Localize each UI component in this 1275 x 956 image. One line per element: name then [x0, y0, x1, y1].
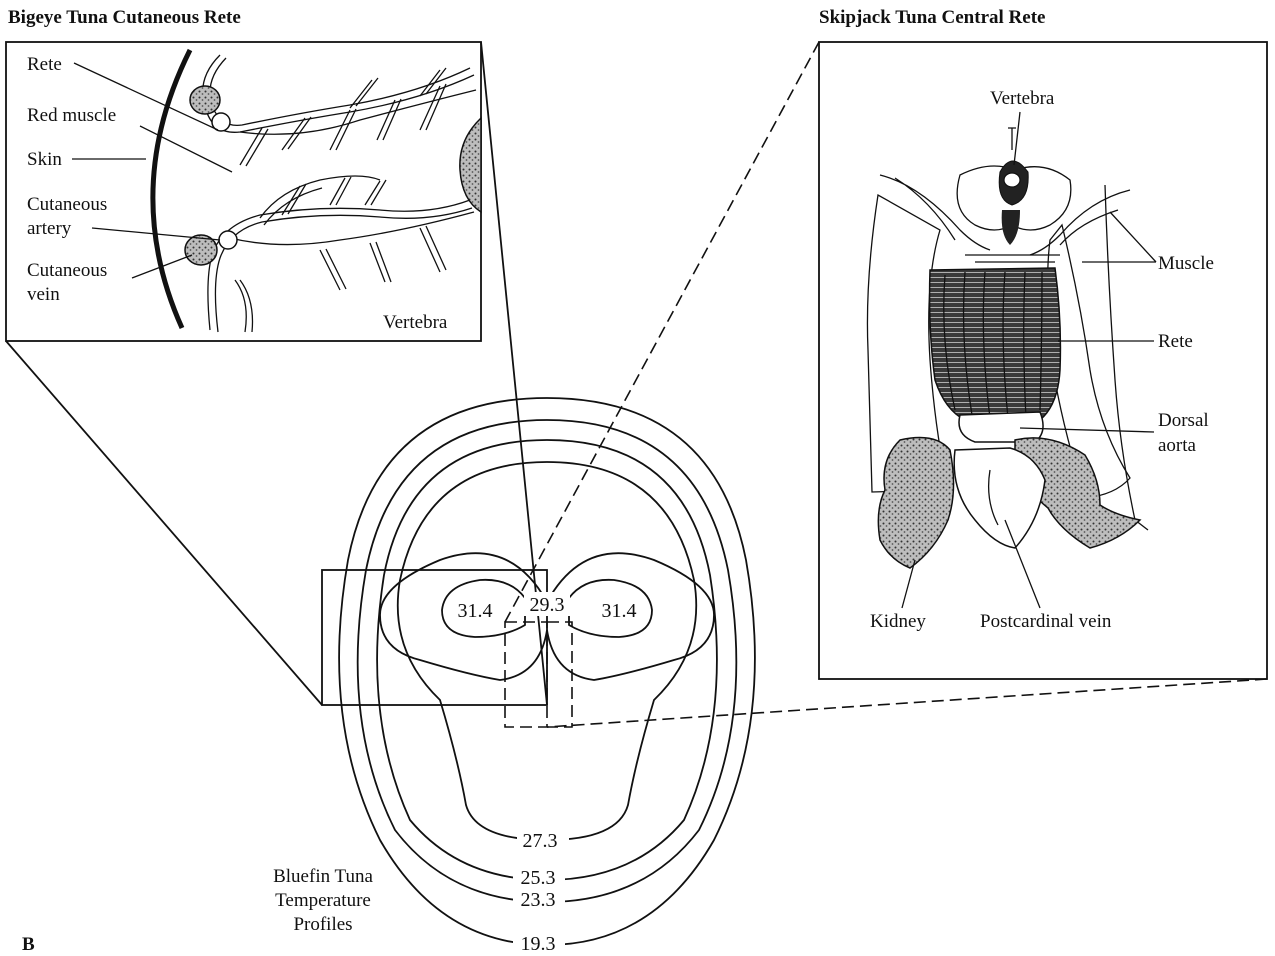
- isotherm-value-31-4-right: 31.4: [602, 600, 637, 622]
- label-rete: Rete: [27, 54, 62, 75]
- bluefin-section: 31.4 31.4 29.3 27.3 25.3 23.3 19.3 Bluef…: [273, 398, 755, 955]
- label-skipjack-vertebra: Vertebra: [990, 88, 1055, 109]
- skipjack-panel: Skipjack Tuna Central Rete Vertebra Musc…: [819, 7, 1267, 679]
- isotherm-value-31-4-left: 31.4: [458, 600, 493, 622]
- left-kidney: [878, 438, 953, 568]
- label-red-muscle: Red muscle: [27, 105, 116, 126]
- label-cutaneous-artery-1: Cutaneous: [27, 194, 107, 215]
- bluefin-caption-line-1: Bluefin Tuna: [273, 866, 373, 887]
- label-cutaneous-artery-2: artery: [27, 218, 72, 239]
- label-bigeye-vertebra: Vertebra: [383, 312, 448, 333]
- bigeye-panel: Bigeye Tuna Cutaneous Rete Rete Red musc…: [6, 7, 481, 341]
- postcardinal-vein: [954, 448, 1045, 548]
- lower-rete-branches: [235, 177, 446, 332]
- bigeye-vertebra-shape: [460, 118, 481, 212]
- upper-cutaneous-vein: [190, 86, 220, 114]
- lower-vessel-lower: [230, 212, 474, 245]
- figure-letter: B: [22, 934, 35, 955]
- lower-vessel-upper: [260, 176, 380, 225]
- leader-muscle-upper: [1110, 212, 1156, 262]
- isotherm-value-23-3: 23.3: [521, 889, 556, 911]
- skipjack-vertebra-canal: [1004, 173, 1020, 187]
- isotherm-value-29-3: 29.3: [530, 594, 565, 616]
- isotherm-value-19-3: 19.3: [521, 933, 556, 955]
- label-muscle: Muscle: [1158, 253, 1214, 274]
- lower-vessel-outer: [208, 200, 470, 330]
- bigeye-inset-box: [322, 570, 547, 705]
- skipjack-vertebra-spine: [1008, 128, 1016, 150]
- label-skin: Skin: [27, 149, 62, 170]
- connector-bigeye-left: [6, 341, 322, 705]
- label-skipjack-rete: Rete: [1158, 331, 1193, 352]
- right-body-outline: [1105, 185, 1148, 530]
- bluefin-caption-line-2: Temperature: [275, 890, 371, 911]
- skipjack-vertebra-lower: [1002, 210, 1020, 245]
- isotherm-value-27-3: 27.3: [523, 830, 558, 852]
- left-neural-arch: [880, 175, 990, 250]
- label-dorsal-aorta-2: aorta: [1158, 435, 1197, 456]
- label-dorsal-aorta-1: Dorsal: [1158, 410, 1209, 431]
- connector-skipjack-top: [505, 42, 819, 622]
- skipjack-inset-box-right: [547, 622, 572, 727]
- lower-cutaneous-artery: [219, 231, 237, 249]
- bigeye-panel-title: Bigeye Tuna Cutaneous Rete: [8, 7, 241, 28]
- upper-vessel-outer: [203, 55, 474, 132]
- skipjack-panel-title: Skipjack Tuna Central Rete: [819, 7, 1045, 28]
- right-neural-arch: [1030, 190, 1130, 255]
- label-postcardinal-vein: Postcardinal vein: [980, 611, 1112, 632]
- rete-top-band: [965, 255, 1060, 262]
- connector-skipjack-bottom: [547, 679, 1267, 727]
- bluefin-caption-line-3: Profiles: [293, 914, 352, 935]
- label-cutaneous-vein-1: Cutaneous: [27, 260, 107, 281]
- leader-skipjack-vertebra: [1014, 112, 1020, 165]
- isotherm-value-25-3: 25.3: [521, 867, 556, 889]
- label-cutaneous-vein-2: vein: [27, 284, 60, 305]
- upper-rete-branches: [240, 68, 446, 166]
- skin-arc: [153, 50, 190, 328]
- label-kidney: Kidney: [870, 611, 926, 632]
